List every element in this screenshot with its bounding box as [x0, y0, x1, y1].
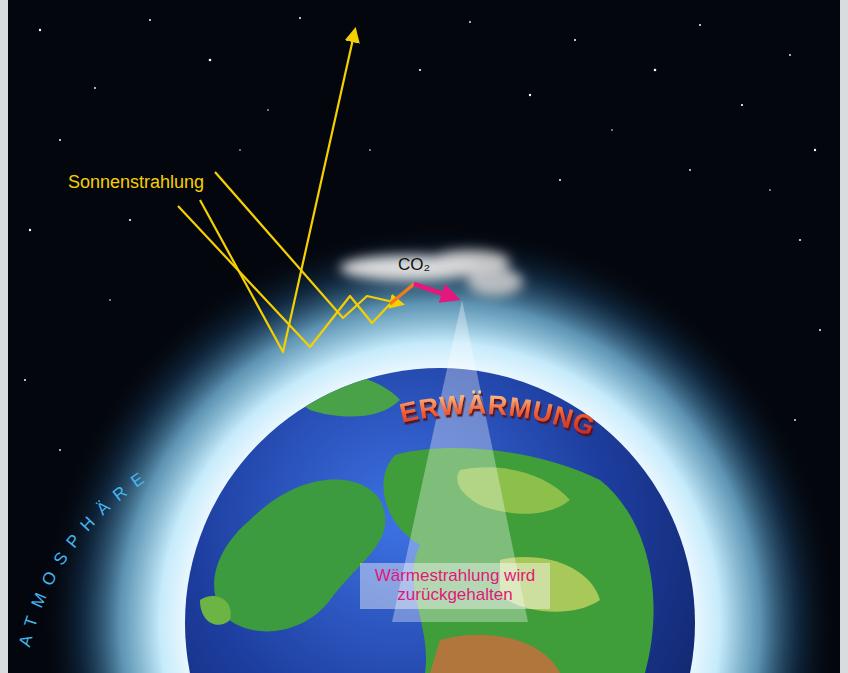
trapped-ray — [178, 206, 392, 347]
heat-ray — [390, 284, 414, 304]
radiation-arrows — [178, 30, 455, 352]
gas-label: CO₂ — [398, 255, 430, 275]
box-text: Wärmestrahlung wird zurückgehalten — [370, 567, 540, 604]
radiation-label: Sonnenstrahlung — [68, 172, 204, 193]
heat-ray — [414, 284, 455, 298]
info-box: Wärmestrahlung wird zurückgehalten — [360, 563, 550, 608]
atmosphere-glow — [40, 223, 840, 673]
atmosphere-label: ATMOSPHÄRE — [15, 463, 156, 648]
warming-label: ERWÄRMUNG — [397, 390, 600, 442]
trapped-ray — [215, 172, 402, 318]
